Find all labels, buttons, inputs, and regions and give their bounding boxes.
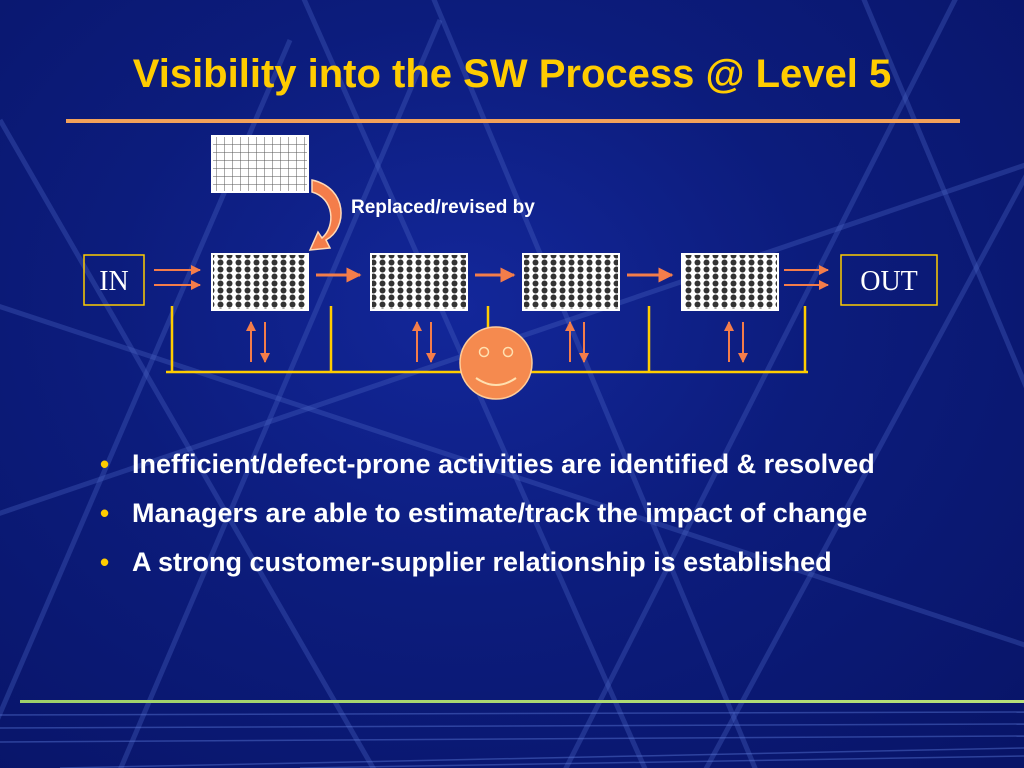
revision-label: Replaced/revised by <box>351 197 535 218</box>
bullet-text: Inefficient/defect-prone activities are … <box>132 449 875 479</box>
process-stage-3 <box>522 253 620 311</box>
bullet-item: • Managers are able to estimate/track the… <box>100 493 960 534</box>
smiley-face-icon <box>459 326 533 400</box>
title-underline <box>66 119 960 123</box>
bullet-item: • Inefficient/defect-prone activities are… <box>100 444 960 485</box>
process-diagram: Replaced/revised by IN OUT <box>83 135 938 400</box>
footer-rule <box>20 700 1024 703</box>
process-stage-4 <box>681 253 779 311</box>
revision-template-grid <box>211 135 309 193</box>
process-stage-1 <box>211 253 309 311</box>
input-label: IN <box>99 266 129 297</box>
bullet-dot-icon: • <box>100 449 110 479</box>
bullet-dot-icon: • <box>100 547 110 577</box>
output-label: OUT <box>860 266 918 297</box>
bullet-list: • Inefficient/defect-prone activities are… <box>100 444 960 591</box>
feedback-arrows <box>246 321 748 363</box>
bullet-dot-icon: • <box>100 498 110 528</box>
output-box <box>840 254 938 306</box>
bullet-item: • A strong customer-supplier relationship… <box>100 542 960 583</box>
input-box <box>83 254 145 306</box>
process-stage-2 <box>370 253 468 311</box>
revision-curve-arrow <box>308 179 342 251</box>
bullet-text: A strong customer-supplier relationship … <box>132 547 832 577</box>
slide-title: Visibility into the SW Process @ Level 5 <box>132 52 892 96</box>
bullet-text: Managers are able to estimate/track the … <box>132 498 868 528</box>
